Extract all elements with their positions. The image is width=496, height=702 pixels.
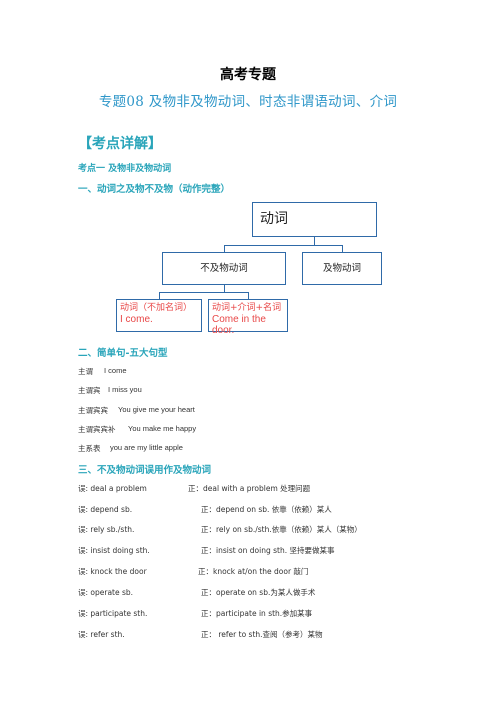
connector — [224, 245, 342, 246]
correct-usage: 正：knock at/on the door 敲门 — [198, 567, 309, 576]
wrong-usage: 误: operate sb. — [78, 588, 134, 597]
heading-verb-transitivity: 一、动词之及物不及物（动作完整） — [78, 184, 231, 195]
connector — [248, 292, 249, 299]
diagram-transitive-box: 及物动词 — [302, 252, 382, 285]
point-title: 考点一 及物非及物动词 — [78, 164, 172, 174]
connector — [342, 245, 343, 252]
diagram-leaf-intransitive: 动词（不加名词） I come. — [116, 299, 202, 332]
leaf-example: I come. — [120, 314, 153, 325]
connector — [159, 292, 248, 293]
leaf-label: 动词+介词+名词 — [212, 303, 282, 313]
correct-usage: 正：rely on sb./sth.依靠（依赖）某人（某物） — [201, 525, 362, 534]
pattern-label: 主谓宾 — [78, 386, 101, 395]
wrong-usage: 误: rely sb./sth. — [78, 525, 135, 534]
pattern-example: I miss you — [108, 385, 142, 394]
pattern-label: 主谓宾宾 — [78, 406, 108, 415]
connector — [224, 245, 225, 252]
wrong-usage: 误: participate sth. — [78, 609, 148, 618]
diagram-leaf-prep: 动词+介词+名词 Come in the door. — [208, 299, 288, 336]
wrong-usage: 误: refer sth. — [78, 630, 125, 639]
wrong-usage: 误: knock the door — [78, 567, 147, 576]
connector — [159, 292, 160, 299]
pattern-label: 主谓宾宾补 — [78, 425, 116, 434]
section-heading: 【考点详解】 — [78, 136, 162, 152]
pattern-label: 主系表 — [78, 444, 101, 453]
connector — [224, 285, 225, 292]
pattern-example: You make me happy — [128, 424, 197, 433]
wrong-usage: 误: insist doing sth. — [78, 546, 150, 555]
heading-sentence-patterns: 二、简单句-五大句型 — [78, 348, 168, 359]
diagram-root-box: 动词 — [252, 202, 377, 237]
pattern-example: You give me your heart — [118, 405, 195, 414]
pattern-label: 主谓 — [78, 367, 93, 376]
correct-usage: 正：operate on sb.为某人做手术 — [201, 588, 316, 597]
pattern-example: you are my little apple — [110, 443, 183, 452]
wrong-usage: 误: depend sb. — [78, 505, 133, 514]
wrong-usage: 误: deal a problem — [78, 484, 147, 493]
leaf-example: Come in the door. — [212, 314, 266, 336]
diagram-intransitive-box: 不及物动词 — [162, 252, 286, 285]
page-subtitle: 专题08 及物非及物动词、时态非谓语动词、介词 — [98, 94, 398, 110]
correct-usage: 正：participate in sth.参加某事 — [201, 609, 313, 618]
correct-usage: 正： refer to sth.查阅（参考）某物 — [201, 630, 323, 639]
pattern-example: I come — [104, 366, 127, 375]
page-title: 高考专题 — [220, 67, 276, 83]
correct-usage: 正：depend on sb. 依靠（依赖）某人 — [201, 505, 332, 514]
leaf-label: 动词（不加名词） — [120, 303, 193, 313]
connector — [314, 237, 315, 245]
heading-verb-misuse: 三、不及物动词误用作及物动词 — [78, 465, 212, 476]
correct-usage: 正：insist on doing sth. 坚持要做某事 — [201, 546, 335, 555]
correct-usage: 正：deal with a problem 处理问题 — [188, 484, 311, 493]
